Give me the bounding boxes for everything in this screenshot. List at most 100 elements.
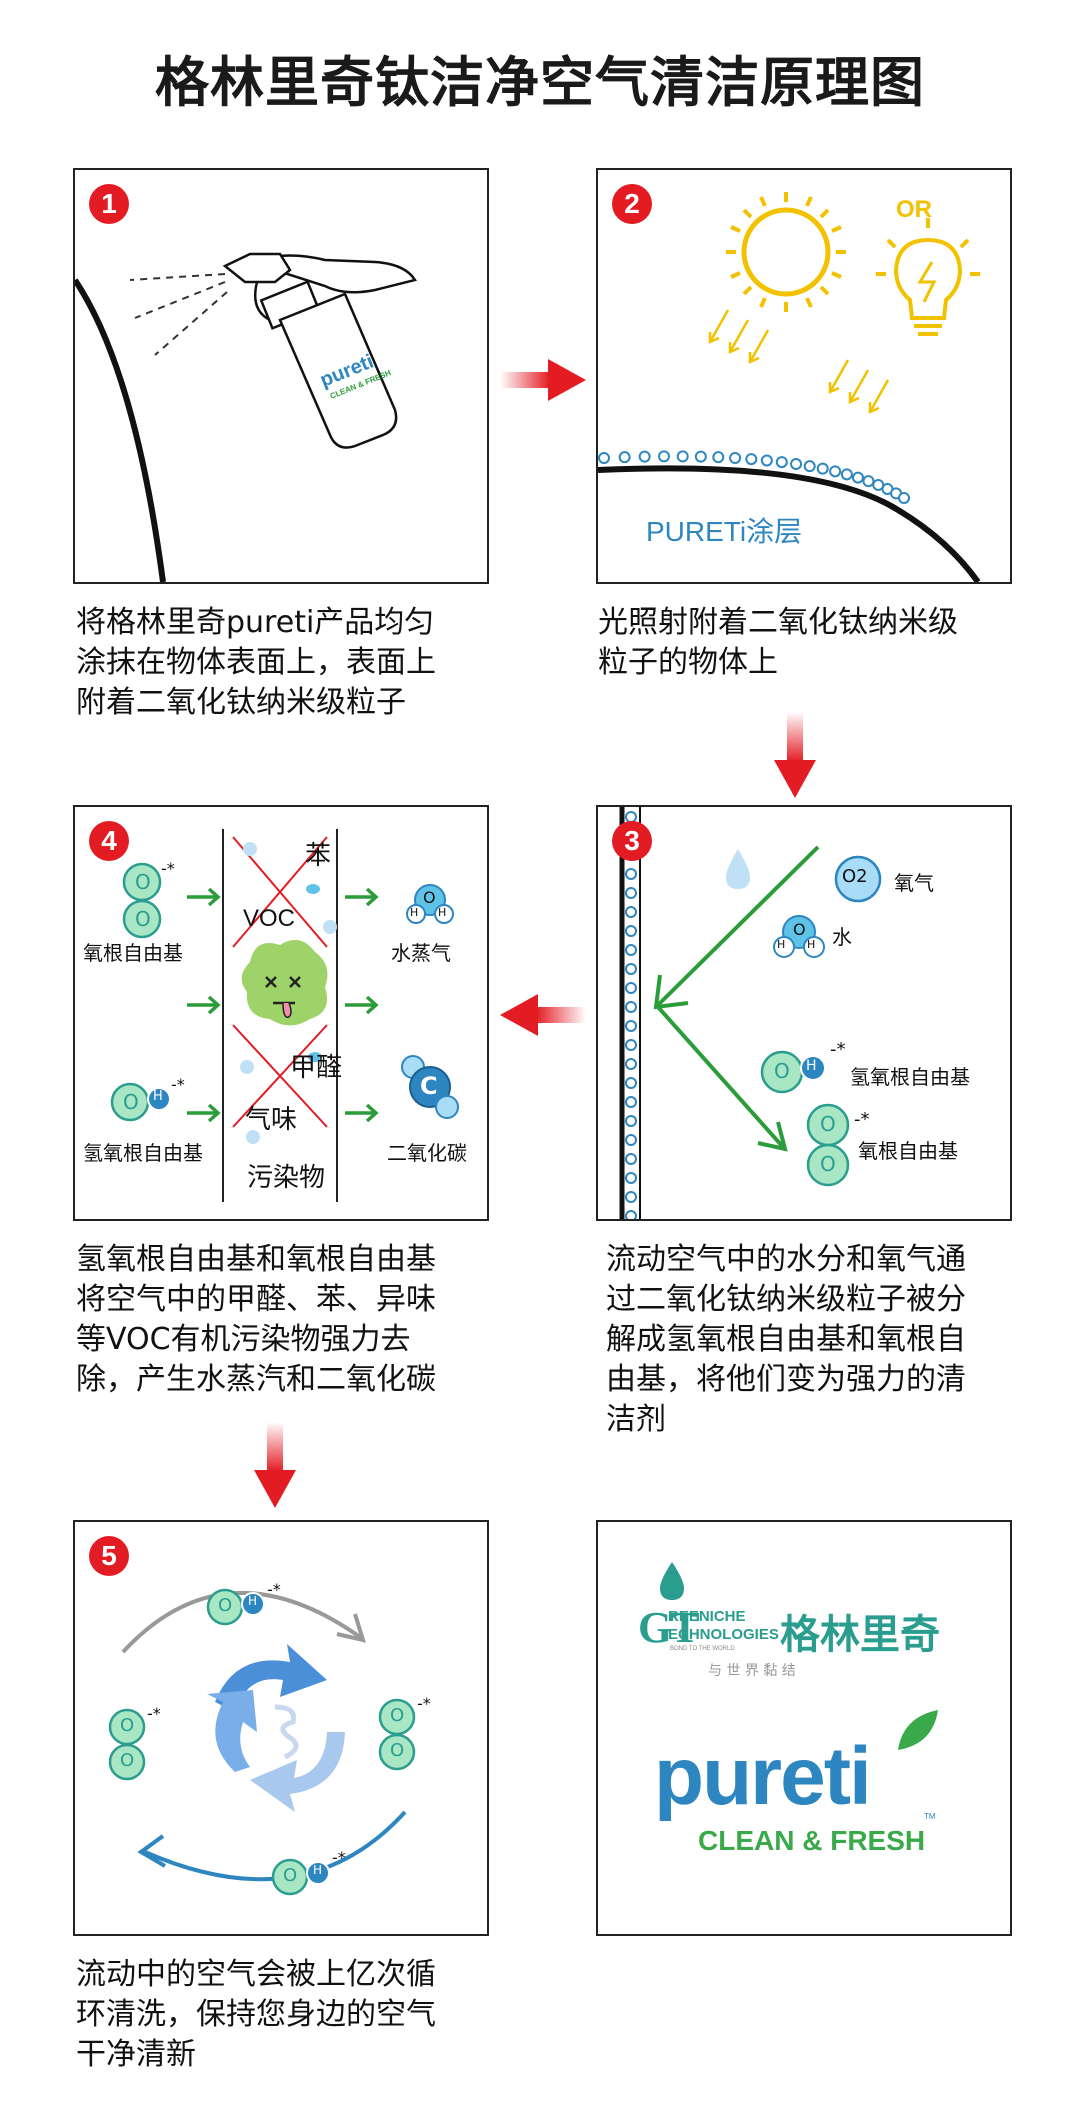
oxygen-label: 氧气 [894, 871, 934, 895]
particle-dot [625, 1134, 637, 1146]
c-symbol: C [420, 1072, 438, 1100]
panel-logo: GT REENICHE ECHNOLOGIES BOND TO THE WORL… [596, 1520, 1012, 1936]
water-molecule-icon [773, 915, 825, 958]
particle-dot [625, 963, 637, 975]
page-title: 格林里奇钛洁净空气清洁原理图 [155, 51, 925, 114]
o-symbol: O [390, 1740, 405, 1761]
o-symbol: O [820, 1152, 836, 1176]
water-vapor-molecule-icon [406, 884, 454, 924]
particle-dot [625, 1020, 637, 1032]
h-symbol: H [807, 938, 816, 951]
hydroxyl-label: 氢氧根自由基 [850, 1065, 970, 1089]
particle-dot [625, 944, 637, 956]
caption-step-1: 将格林里奇pureti产品均匀 涂抹在物体表面上，表面上 附着二氧化钛纳米级粒子 [76, 605, 436, 720]
pollutant-label: 污染物 [247, 1162, 326, 1192]
particle-dot [625, 1001, 637, 1013]
o2-symbol: O2 [842, 866, 868, 887]
minus-star: -* [161, 859, 175, 878]
particle-dot [625, 887, 637, 899]
caption-step-3: 流动空气中的水分和氧气通 过二氧化钛纳米级粒子被分 解成氢氧根自由基和氧根自 由… [606, 1242, 966, 1437]
recycle-icon [207, 1644, 345, 1812]
spray-illustration: pureti CLEAN & FRESH [75, 252, 417, 582]
particle-dot [598, 452, 610, 464]
caption-step-2: 光照射附着二氧化钛纳米级 粒子的物体上 [598, 605, 958, 680]
particle-dot [775, 456, 788, 469]
particle-dot [618, 451, 631, 464]
particle-dot [840, 468, 853, 481]
particle-dot [694, 450, 707, 463]
particle-dot [625, 1077, 637, 1089]
particle-dot [625, 868, 637, 880]
particle-dot [625, 1210, 637, 1219]
panel-step-5: O H -* O O -* O O -* O H -* 5 [73, 1520, 489, 1936]
pureti-logo-text: pureti [654, 1731, 872, 1822]
co2-molecule-icon [401, 1055, 459, 1119]
h-symbol: H [438, 906, 447, 919]
chinese-brand: 格林里奇 [780, 1612, 940, 1658]
slogan: 与 世 界 黏 结 [708, 1663, 796, 1679]
formaldehyde-label: 甲醛 [290, 1052, 343, 1082]
hydroxyl-radical-icon [760, 1050, 826, 1094]
h-symbol: H [313, 1863, 323, 1877]
o-symbol: O [135, 870, 151, 894]
hydroxyl-radical-icon [110, 1082, 171, 1122]
oxygen-radical-icon [108, 1708, 146, 1781]
particle-dot [658, 450, 670, 463]
step-number-3: 3 [612, 821, 652, 861]
h-symbol: H [410, 906, 419, 919]
o-symbol: O [793, 920, 806, 939]
tm-mark: TM [924, 1812, 936, 1821]
particle-dot [625, 1039, 637, 1051]
particle-dot [862, 475, 875, 488]
logo-graphics [660, 1562, 938, 1750]
o-symbol: O [135, 907, 151, 931]
particle-dot [729, 452, 742, 464]
panel-step-4: O O -* O H -* H H O C 氧根自由基 氢氧根自由基 苯 VOC… [73, 805, 489, 1221]
particle-dot [625, 906, 637, 918]
o-symbol: O [820, 1112, 836, 1136]
minus-star: -* [171, 1075, 185, 1094]
h-symbol: H [153, 1089, 163, 1104]
particle-dot [803, 460, 816, 473]
particle-dot [638, 450, 651, 463]
odor-label: 气味 [245, 1104, 298, 1134]
greeniche-line1: REENICHE [668, 1608, 746, 1625]
water-drop-icon [726, 849, 750, 889]
coating-label: PURETi涂层 [646, 516, 803, 547]
panel-step-1: pureti CLEAN & FRESH 1 [73, 168, 489, 584]
hydroxyl-label: 氢氧根自由基 [83, 1141, 203, 1165]
particle-dot [745, 453, 758, 466]
particle-dot [625, 982, 637, 994]
h-symbol: H [806, 1058, 817, 1074]
minus-star: -* [830, 1039, 846, 1060]
greeniche-tiny: BOND TO THE WORLD [670, 1646, 735, 1652]
leaf-logo-icon [898, 1710, 938, 1750]
particle-dot [790, 457, 803, 470]
oxygen-radical-icon [806, 1103, 850, 1187]
panel-step-3: O2 H H O H O -* -* O O 氧气 水 氢氧根自由基 氧根自由基… [596, 805, 1012, 1221]
light-illustration [598, 192, 981, 582]
particle-dot [816, 462, 829, 475]
oxygen-radical-icon [122, 862, 162, 939]
particle-dot [851, 471, 864, 484]
o-symbol: O [390, 1705, 405, 1726]
oxygen-molecule-icon [834, 855, 882, 903]
o-symbol: O [218, 1595, 233, 1616]
arrow-left-icon [500, 994, 586, 1036]
caption-step-5: 流动中的空气会被上亿次循 环清洗，保持您身边的空气 干净清新 [76, 1957, 436, 2072]
oxygen-radical-label: 氧根自由基 [83, 941, 183, 965]
or-label: OR [896, 196, 932, 223]
minus-star: -* [332, 1848, 346, 1867]
step-number-1: 1 [89, 184, 129, 224]
particle-dot [829, 465, 842, 478]
pollutant-blob-icon [241, 939, 328, 1026]
tio2-particles [625, 811, 637, 1219]
benzene-label: 苯 [305, 840, 332, 870]
tio2-particles [598, 450, 910, 504]
o-symbol: O [123, 1090, 139, 1114]
h-symbol: H [777, 938, 786, 951]
water-vapor-label: 水蒸气 [391, 941, 451, 965]
particle-dot [676, 450, 689, 463]
arrow-down-icon [254, 1422, 296, 1508]
minus-star: -* [267, 1580, 281, 1599]
